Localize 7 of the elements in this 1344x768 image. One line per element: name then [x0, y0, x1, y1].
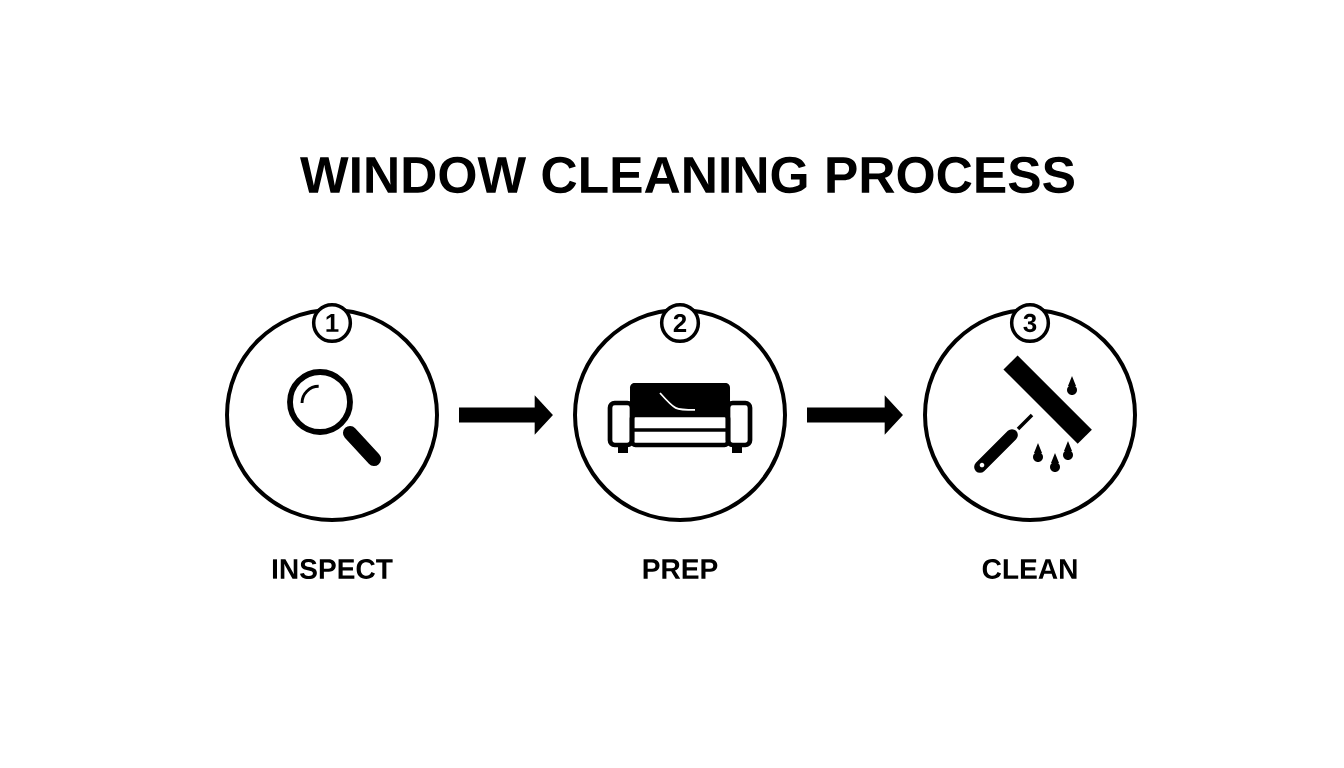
step-number: 2: [659, 302, 701, 344]
step-label: PREP: [643, 559, 718, 579]
title: WINDOW CLEANING PROCESS: [300, 156, 1074, 194]
step-number: 1: [311, 302, 353, 344]
step-label: CLEAN: [982, 559, 1077, 579]
step-number: 3: [1009, 302, 1051, 344]
step-label: INSPECT: [272, 559, 393, 579]
